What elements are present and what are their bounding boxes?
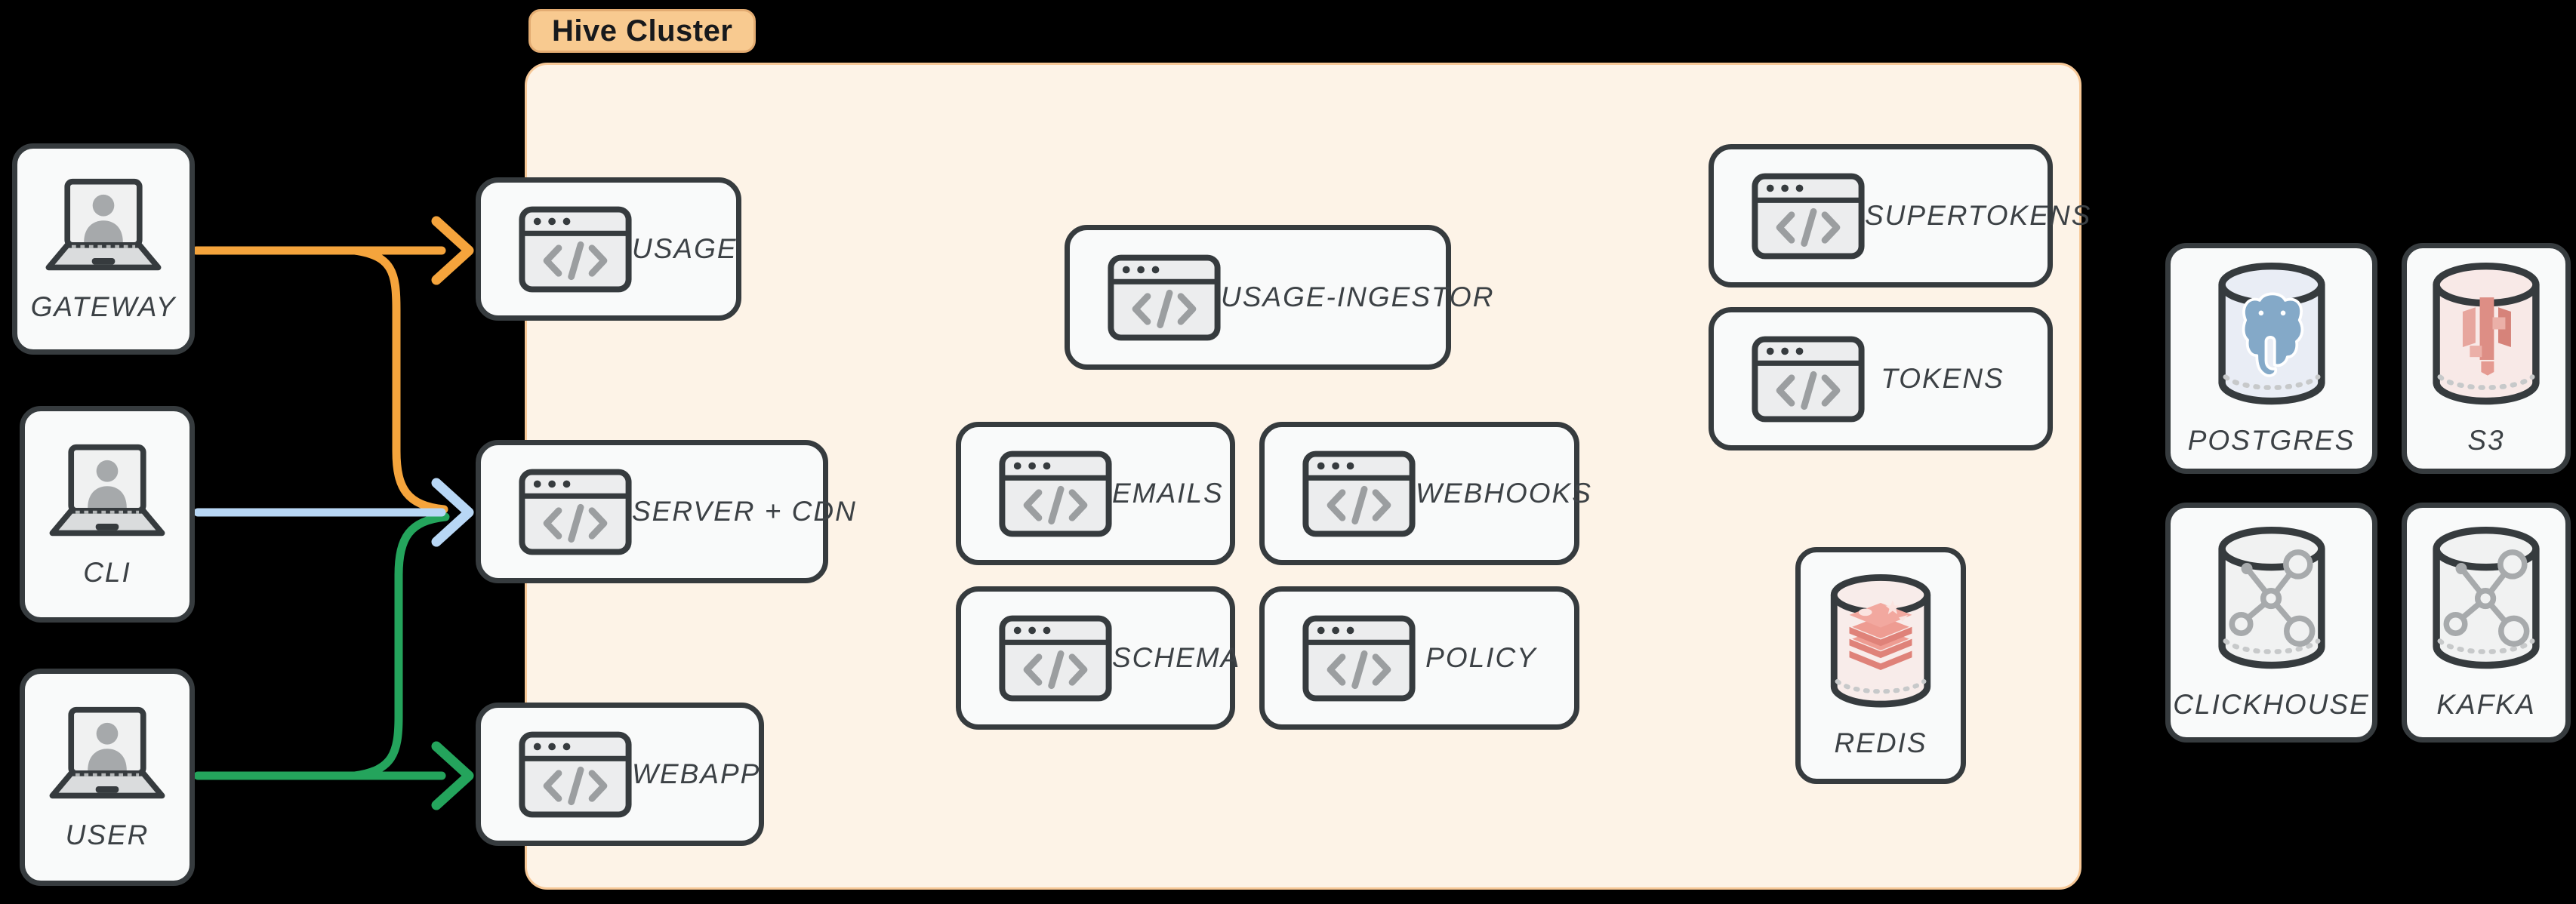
browser-code-icon: [1108, 254, 1221, 341]
redis-database-icon: [1824, 572, 1937, 712]
laptop-user-icon: [42, 703, 172, 804]
node-redis-label: REDIS: [1834, 727, 1927, 758]
browser-code-icon: [1752, 173, 1865, 260]
node-postgres-label: POSTGRES: [2187, 425, 2356, 456]
node-cli: CLI: [20, 406, 195, 623]
node-usage-ingestor-label: USAGE-INGESTOR: [1221, 281, 1495, 312]
browser-code-icon: [519, 206, 632, 293]
clickhouse-database-icon: [2211, 524, 2332, 674]
browser-code-icon: [999, 615, 1112, 702]
browser-code-icon: [1302, 450, 1416, 537]
node-postgres: POSTGRES: [2165, 243, 2377, 474]
node-emails: EMAILS: [956, 422, 1235, 565]
node-clickhouse-label: CLICKHOUSE: [2173, 689, 2370, 720]
node-server-cdn: SERVER + CDN: [476, 440, 855, 583]
node-schema-label: SCHEMA: [1112, 642, 1241, 673]
node-supertokens-label: SUPERTOKENS: [1865, 200, 2092, 231]
browser-code-icon: [519, 469, 632, 555]
node-clickhouse: CLICKHOUSE: [2165, 503, 2377, 743]
node-server-cdn-label: SERVER + CDN: [632, 496, 857, 527]
hive-cluster-badge: Hive Cluster: [528, 9, 756, 53]
node-user-label: USER: [65, 819, 149, 850]
edge-cli-server-cdn-arrowhead: [431, 478, 474, 547]
node-policy: POLICY: [1259, 586, 1579, 730]
node-kafka-label: KAFKA: [2436, 689, 2536, 720]
edge-user-server-cdn: [350, 512, 450, 780]
node-usage: USAGE: [476, 177, 741, 321]
node-s3: S3: [2402, 243, 2571, 474]
node-policy-label: POLICY: [1425, 642, 1537, 673]
node-s3-label: S3: [2467, 425, 2505, 456]
node-tokens: TOKENS: [1709, 307, 2053, 450]
laptop-user-icon: [42, 441, 172, 542]
browser-code-icon: [999, 450, 1112, 537]
node-usage-ingestor: USAGE-INGESTOR: [1065, 225, 1493, 370]
node-supertokens: SUPERTOKENS: [1709, 144, 2090, 287]
node-cli-label: CLI: [83, 556, 131, 588]
browser-code-icon: [519, 731, 632, 818]
node-tokens-label: TOKENS: [1881, 363, 2004, 394]
node-schema: SCHEMA: [956, 586, 1239, 730]
node-usage-label: USAGE: [632, 233, 738, 264]
node-redis: REDIS: [1795, 547, 1966, 784]
s3-database-icon: [2426, 260, 2547, 410]
laptop-user-icon: [39, 175, 168, 276]
node-gateway-label: GATEWAY: [30, 291, 177, 322]
node-webapp-label: WEBAPP: [632, 758, 761, 789]
browser-code-icon: [1752, 336, 1865, 423]
edge-gateway-usage-arrowhead: [431, 216, 474, 285]
browser-code-icon: [1302, 615, 1416, 702]
edge-user-webapp-arrowhead: [431, 741, 474, 810]
edge-gateway-server-cdn: [350, 246, 448, 514]
node-webhooks: WEBHOOKS: [1259, 422, 1591, 565]
kafka-database-icon: [2426, 524, 2547, 674]
hive-cluster-label: Hive Cluster: [552, 14, 733, 48]
node-emails-label: EMAILS: [1112, 478, 1224, 509]
node-kafka: KAFKA: [2402, 503, 2571, 743]
node-user: USER: [20, 669, 195, 886]
node-webapp: WEBAPP: [476, 703, 764, 846]
node-webhooks-label: WEBHOOKS: [1416, 478, 1592, 509]
node-gateway: GATEWAY: [12, 143, 195, 355]
postgres-database-icon: [2211, 260, 2332, 410]
